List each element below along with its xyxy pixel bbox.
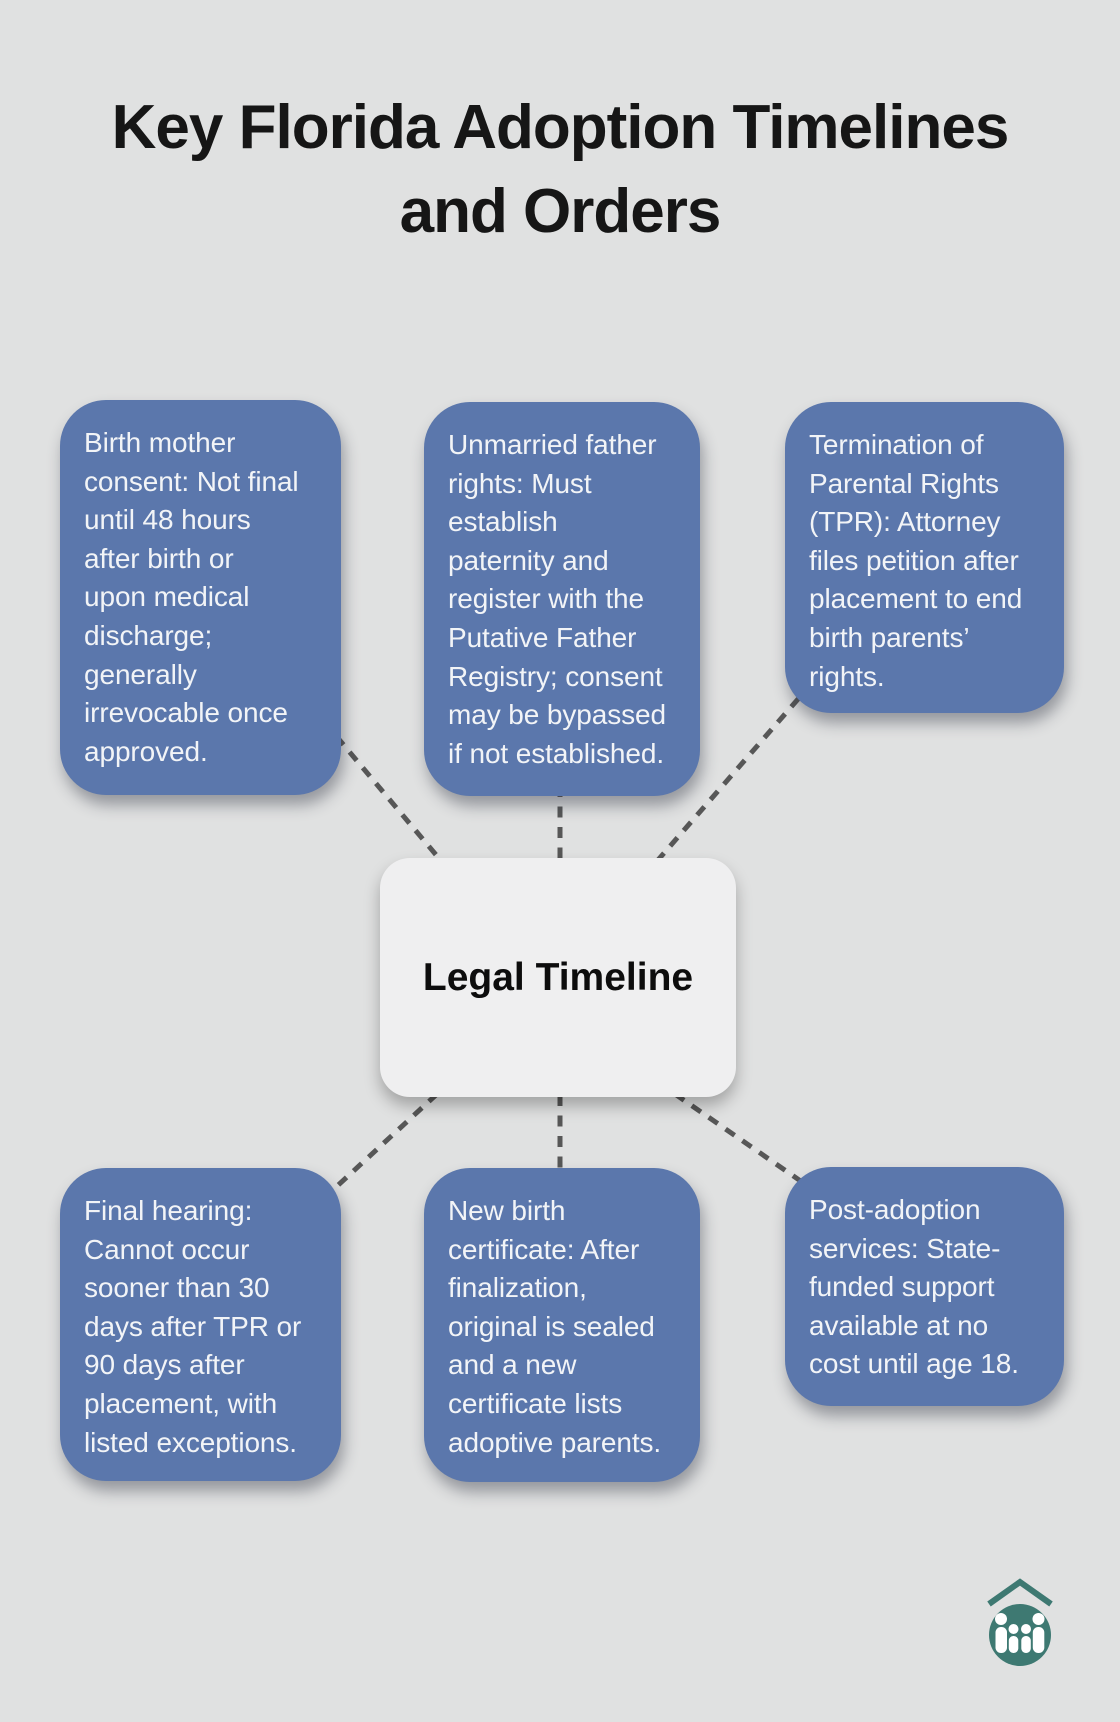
connector-line-bottom-right xyxy=(673,1091,804,1185)
connector-line-top-left xyxy=(308,703,439,858)
card-text: New birth certificate: After finalizatio… xyxy=(448,1195,662,1458)
card-text: Termination of Parental Rights (TPR): At… xyxy=(809,429,1023,692)
info-card-post-adoption-services: Post-adoption services: State- funded su… xyxy=(785,1167,1064,1406)
info-card-final-hearing: Final hearing: Cannot occur sooner than … xyxy=(60,1168,341,1481)
connector-line-bottom-left xyxy=(320,1092,439,1202)
card-text: Birth mother consent: Not final until 48… xyxy=(84,427,299,767)
info-card-termination-of-parental-rights: Termination of Parental Rights (TPR): At… xyxy=(785,402,1064,713)
info-card-new-birth-certificate: New birth certificate: After finalizatio… xyxy=(424,1168,700,1482)
card-text: Final hearing: Cannot occur sooner than … xyxy=(84,1195,302,1458)
center-node-legal-timeline: Legal Timeline xyxy=(380,858,736,1097)
page-title: Key Florida Adoption Timelines and Order… xyxy=(111,93,1010,246)
center-node-label: Legal Timeline xyxy=(422,955,694,999)
family-figures xyxy=(995,1613,1045,1653)
family-under-roof-logo-icon xyxy=(987,1578,1053,1666)
card-text: Unmarried father rights: Must establish … xyxy=(448,429,666,769)
info-card-unmarried-father-rights: Unmarried father rights: Must establish … xyxy=(424,402,700,796)
info-card-birth-mother-consent: Birth mother consent: Not final until 48… xyxy=(60,400,341,795)
card-text: Post-adoption services: State- funded su… xyxy=(809,1194,1019,1380)
